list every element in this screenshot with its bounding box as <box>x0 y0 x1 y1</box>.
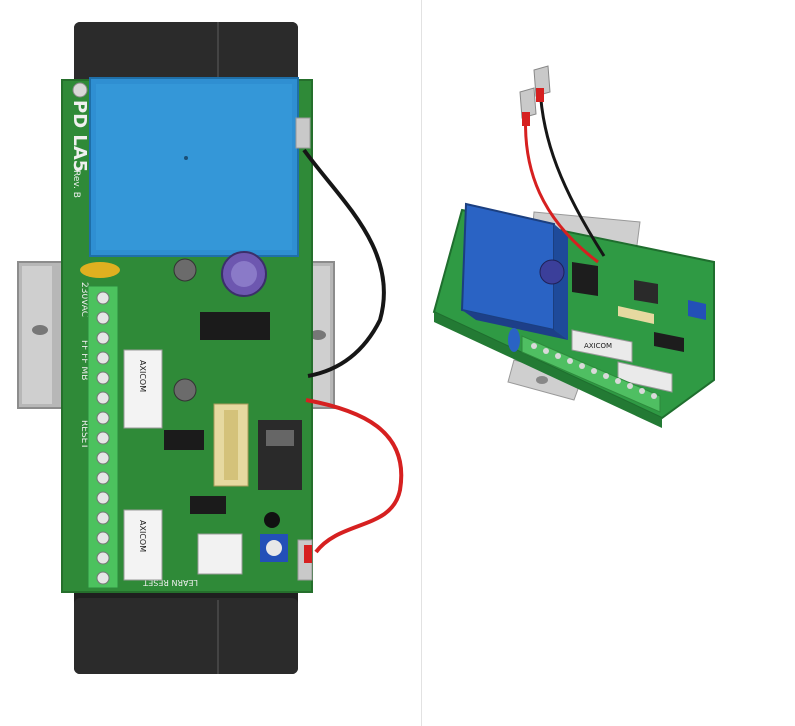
board-photo-front-svg: PD LA5 Rev. B 230VAC FF FF MB RESET LEAR… <box>17 22 404 674</box>
red-wire <box>305 398 404 554</box>
ic-chip <box>654 332 684 352</box>
relay-bottom <box>617 361 673 393</box>
silk-learn-reset: LEARN RESET <box>143 578 198 587</box>
relay-bottom: AXICOM <box>123 509 163 581</box>
transformer <box>460 202 555 332</box>
silk-terminal-labels: FF FF MB <box>79 340 89 380</box>
terminal-block <box>521 335 661 413</box>
svg-text:AXICOM: AXICOM <box>584 342 612 350</box>
silk-voltage: 230VAC <box>79 282 89 317</box>
electrolytic-capacitor <box>539 259 565 285</box>
panel-divider <box>421 0 422 726</box>
learn-button <box>197 533 243 575</box>
silk-revision: Rev. B <box>71 170 81 198</box>
ic-chip <box>572 262 598 296</box>
silk-reset-label: RESET <box>79 420 89 449</box>
ic-chip <box>200 312 270 340</box>
fuse <box>618 306 654 324</box>
board-photo-angled-svg: AXICOM <box>422 0 795 726</box>
red-wire <box>524 109 599 264</box>
ic-chip <box>164 430 204 450</box>
ic-chip <box>190 496 226 514</box>
dip-connector <box>634 280 658 304</box>
board-photo-front: PD LA5 Rev. B 230VAC FF FF MB RESET LEAR… <box>17 22 404 674</box>
relay-top: AXICOM <box>571 329 633 363</box>
terminal-block <box>87 285 119 589</box>
board-photo-angled: AXICOM <box>422 0 795 726</box>
yellow-capacitor <box>80 262 120 278</box>
relay-top: AXICOM <box>123 349 163 429</box>
silk-model: PD LA5 <box>69 100 90 172</box>
blue-clip <box>508 328 520 352</box>
svg-text:AXICOM: AXICOM <box>138 520 147 552</box>
svg-text:AXICOM: AXICOM <box>138 360 147 392</box>
black-wire <box>538 85 606 257</box>
black-wire <box>302 148 386 378</box>
trim-potentiometer <box>688 300 706 320</box>
